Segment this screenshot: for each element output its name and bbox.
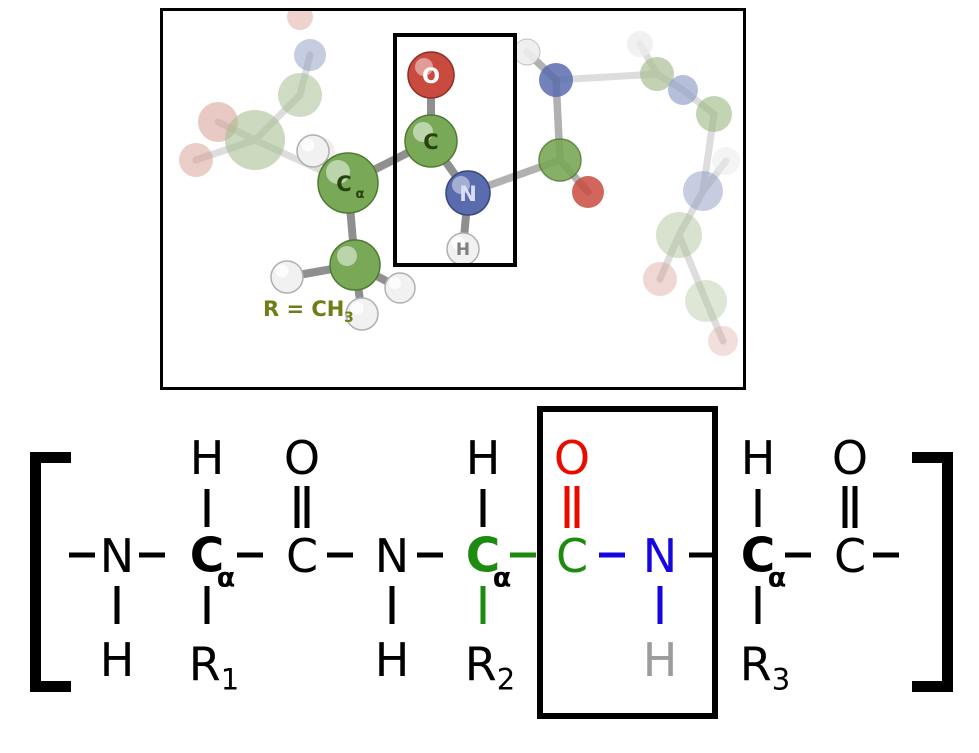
peptide-bond-highlight-box (537, 406, 718, 719)
amide-hydrogen-label: H (456, 240, 470, 260)
oxygen-label: O (422, 64, 440, 88)
bond-ca1-c1 (237, 552, 263, 558)
double-bond-o-c3 (842, 486, 858, 528)
bond-h-ca2 (480, 489, 486, 527)
foreground-atoms (270, 51, 491, 331)
bond-c3-bracket (873, 552, 899, 558)
bond-n3-h (657, 586, 663, 624)
left-bracket (30, 452, 71, 692)
n2: N (374, 529, 410, 583)
bond-n1-h (114, 586, 120, 624)
bond-n1-ca1 (139, 552, 165, 558)
ball-and-stick-model: O C C α N H R = CH 3 (179, 11, 740, 356)
bond-ca2-r2 (480, 586, 486, 624)
bond-h-ca1 (204, 489, 210, 527)
bond-ca1-r1 (204, 586, 210, 624)
alpha-carbon-label: C (336, 172, 351, 196)
r3-letter: R (739, 637, 772, 692)
h-below-n3: H (642, 633, 678, 687)
h-above-ca2: H (465, 431, 501, 485)
carbonyl-c1: C (285, 529, 319, 583)
bond-n2-h (389, 586, 395, 624)
model-panel: O C C α N H R = CH 3 (160, 8, 746, 390)
double-bond-o-c2 (564, 486, 580, 528)
h-above-ca3: H (740, 431, 776, 485)
o-above-c2: O (553, 431, 591, 485)
carbonyl-c3: C (833, 529, 867, 583)
oxygen-atom (407, 51, 455, 99)
r1-subscript: 1 (220, 662, 240, 697)
bond-ca3-c3 (785, 552, 811, 558)
bond-n2-ca2 (417, 552, 443, 558)
bond-c1-n2 (327, 552, 353, 558)
alpha-sub2: α (492, 562, 512, 594)
h-below-n1: H (99, 633, 135, 687)
r2-subscript: 2 (496, 662, 516, 697)
bond-bracket-n1 (69, 552, 95, 558)
carbonyl-c2: C (555, 529, 589, 583)
nitrogen-label: N (459, 182, 477, 206)
h-below-n2: H (374, 633, 410, 687)
r-group-sub-label: 3 (344, 310, 354, 326)
n3: N (642, 529, 678, 583)
c-alpha1: C (189, 528, 225, 584)
bond-ca3-r3 (755, 586, 761, 624)
r-group-label: R = CH (263, 297, 344, 321)
bond-ca2-c2 (510, 552, 536, 558)
r1-letter: R (188, 637, 221, 692)
n1: N (99, 529, 135, 583)
bond-n3-ca3 (689, 552, 715, 558)
c-alpha3: C (740, 528, 776, 584)
r2-letter: R (464, 637, 497, 692)
right-bracket (912, 452, 953, 692)
carbonyl-carbon-label: C (423, 130, 438, 154)
alpha-carbon-sub-label: α (356, 187, 365, 202)
c-alpha2: C (465, 528, 501, 584)
alpha-sub1: α (216, 562, 236, 594)
bond-c2-n3 (599, 552, 625, 558)
o-above-c3: O (831, 431, 869, 485)
atom-labels: O C C α N H R = CH 3 (263, 64, 477, 326)
alpha-sub3: α (767, 562, 787, 594)
bond-h-ca3 (755, 489, 761, 527)
double-bond-o-c1 (294, 486, 310, 528)
mid-chain-atoms (513, 38, 604, 208)
nitrogen-atom (445, 170, 491, 216)
peptide-bond-3d-box (393, 33, 517, 267)
h-above-ca1: H (189, 431, 225, 485)
o-above-c1: O (283, 431, 321, 485)
r3-subscript: 3 (771, 662, 791, 697)
